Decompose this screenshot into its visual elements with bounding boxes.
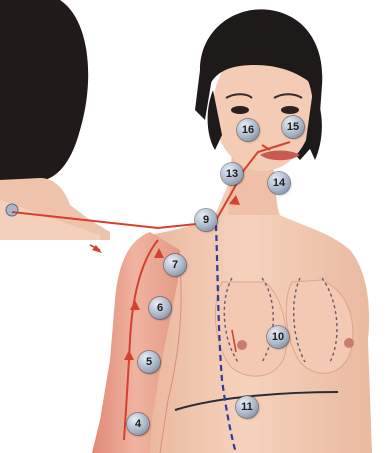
head xyxy=(195,9,322,171)
point-marker-16: 16 xyxy=(237,119,259,141)
point-marker-13: 13 xyxy=(221,163,243,185)
point-marker-6: 6 xyxy=(149,297,171,319)
point-marker-9: 9 xyxy=(195,209,217,231)
point-marker-10: 10 xyxy=(267,326,289,348)
point-marker-11: 11 xyxy=(236,396,258,418)
point-marker-15: 15 xyxy=(282,116,304,138)
point-marker-4: 4 xyxy=(127,413,149,435)
point-marker-5: 5 xyxy=(138,351,160,373)
point-marker-14: 14 xyxy=(268,172,290,194)
point-marker-7: 7 xyxy=(164,254,186,276)
back-view-inset xyxy=(0,0,110,240)
